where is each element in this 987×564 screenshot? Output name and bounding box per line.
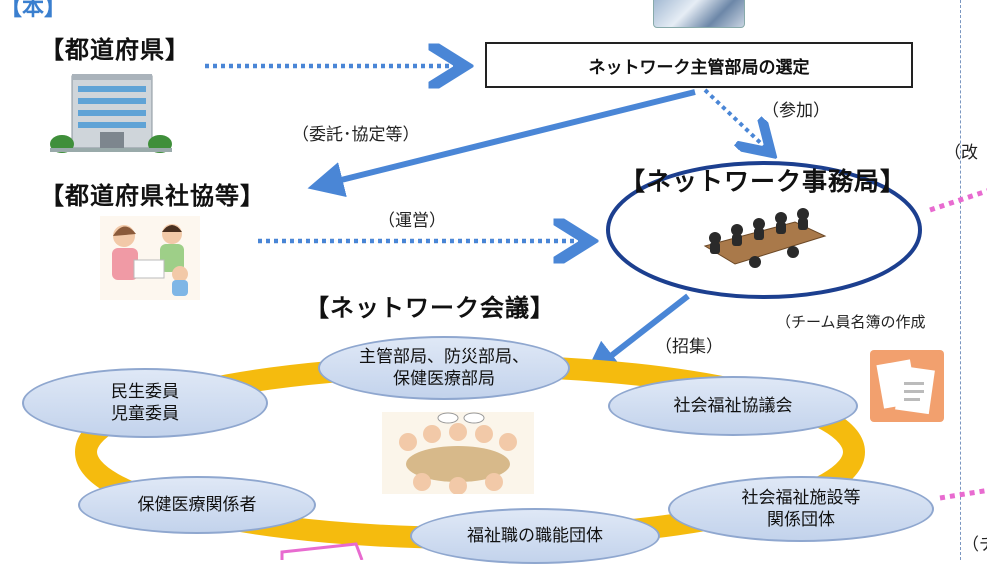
meeting-photo-top bbox=[653, 0, 745, 28]
network-department-selection-box: ネットワーク主管部局の選定 bbox=[485, 42, 913, 88]
label-bottom-right: （チ bbox=[962, 535, 987, 555]
label-operate: （運営） bbox=[378, 211, 446, 231]
member-health-medical: 保健医療関係者 bbox=[78, 476, 316, 534]
member-social-welfare-council: 社会福祉協議会 bbox=[608, 376, 858, 436]
pink-box-fragment bbox=[280, 542, 364, 560]
label-participate: （参加） bbox=[762, 101, 830, 121]
label-consign: （委託･協定等） bbox=[292, 125, 420, 145]
team-roster-illustration bbox=[870, 350, 944, 422]
arrow-consign bbox=[307, 89, 696, 198]
label-revise: （改 bbox=[944, 143, 978, 163]
arrow-convene bbox=[583, 293, 690, 378]
pink-dotted-line-upper bbox=[929, 188, 987, 213]
member-welfare-commissioner: 民生委員 児童委員 bbox=[22, 368, 268, 438]
top-left-label: 【本】 bbox=[0, 0, 67, 21]
label-team-list: （チーム員名簿の作成 bbox=[776, 313, 926, 331]
network-meeting-heading: 【ネットワーク会議】 bbox=[305, 294, 555, 322]
secretariat-heading: 【ネットワーク事務局】 bbox=[620, 167, 907, 196]
pink-dotted-line-lower bbox=[939, 487, 987, 501]
member-admin-departments: 主管部局、防災部局、 保健医療部局 bbox=[318, 336, 570, 400]
member-professional-groups: 福祉職の職能団体 bbox=[410, 508, 660, 564]
conference-table-illustration bbox=[695, 200, 833, 274]
arrow-participate bbox=[703, 88, 768, 150]
member-welfare-facilities: 社会福祉施設等 関係団体 bbox=[668, 476, 934, 542]
government-building-icon bbox=[50, 70, 172, 154]
prefecture-heading: 【都道府県】 bbox=[40, 36, 190, 64]
divider-line bbox=[960, 0, 961, 560]
social-welfare-heading: 【都道府県社協等】 bbox=[40, 182, 265, 210]
consultation-illustration bbox=[100, 216, 200, 300]
group-meeting-illustration bbox=[382, 412, 534, 495]
label-convene: （招集） bbox=[655, 337, 723, 357]
